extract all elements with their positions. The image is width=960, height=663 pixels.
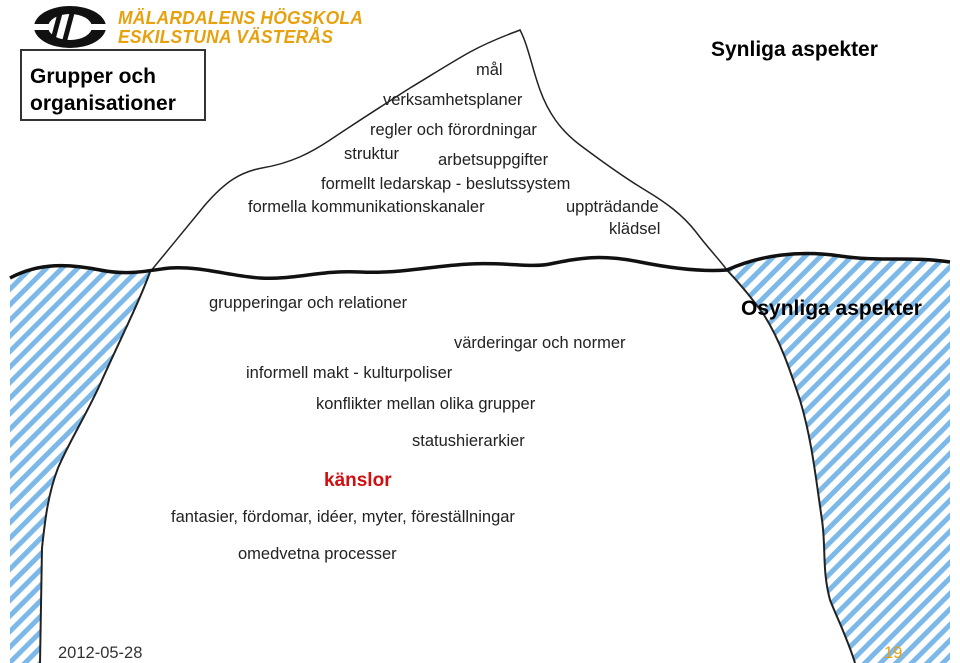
label-statushierarkier: statushierarkier <box>412 432 525 450</box>
label-konflikter: konflikter mellan olika grupper <box>316 395 536 413</box>
label-ledarskap: formellt ledarskap - beslutssystem <box>321 175 571 193</box>
logo-line-2: ESKILSTUNA VÄSTERÅS <box>118 26 334 47</box>
water-line <box>9 251 951 281</box>
label-regler: regler och förordningar <box>370 121 537 139</box>
logo-line-1: MÄLARDALENS HÖGSKOLA <box>118 7 364 28</box>
iceberg-tip-outline <box>149 29 728 273</box>
university-logo-icon <box>32 6 108 48</box>
label-varderingar: värderingar och normer <box>454 334 626 352</box>
right-water-area <box>727 253 950 663</box>
label-informell-makt: informell makt - kulturpoliser <box>246 364 453 382</box>
title-box: Grupper och organisationer <box>20 49 206 121</box>
heading-visible-aspects: Synliga aspekter <box>711 38 878 61</box>
label-upptradande: uppträdande <box>566 198 659 216</box>
label-verksamhetsplaner: verksamhetsplaner <box>383 91 523 109</box>
label-mal: mål <box>476 61 503 79</box>
label-arbetsuppgifter: arbetsuppgifter <box>438 151 549 169</box>
label-kladsel: klädsel <box>609 220 661 238</box>
label-kanslor: känslor <box>324 470 392 491</box>
label-kanaler: formella kommunikationskanaler <box>248 198 485 216</box>
label-omedvetna: omedvetna processer <box>238 545 397 563</box>
title-line-2: organisationer <box>30 92 176 115</box>
label-struktur: struktur <box>344 145 400 163</box>
heading-invisible-aspects: Osynliga aspekter <box>741 297 922 320</box>
left-water-area <box>10 265 150 663</box>
footer-date: 2012-05-28 <box>58 644 143 662</box>
title-line-1: Grupper och <box>30 65 157 88</box>
label-fantasier: fantasier, fördomar, idéer, myter, föres… <box>171 508 515 526</box>
slide-number: 19 <box>884 644 903 662</box>
label-grupperingar: grupperingar och relationer <box>209 294 408 312</box>
